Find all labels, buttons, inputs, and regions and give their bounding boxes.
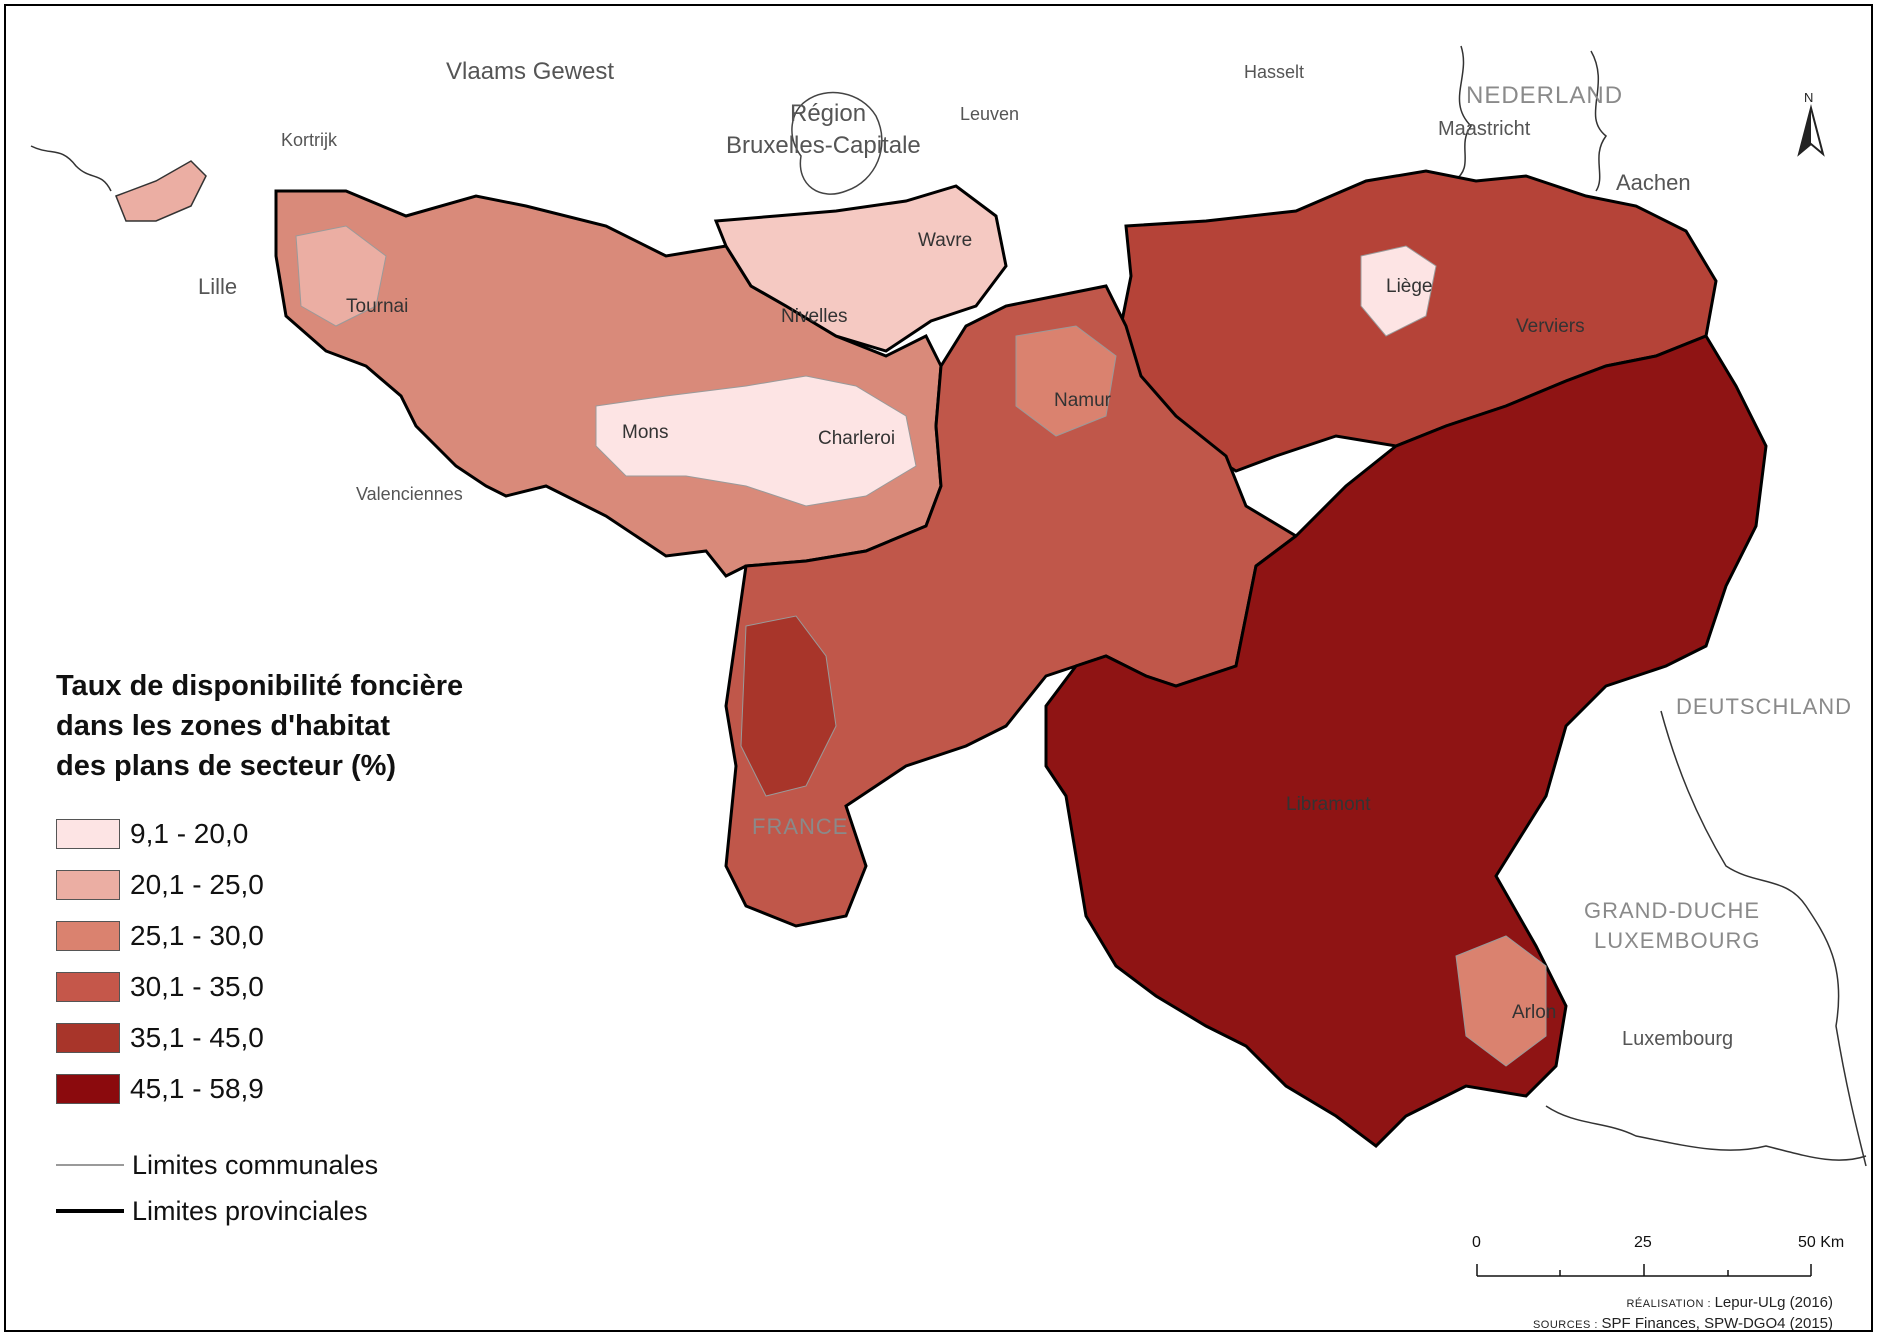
city-label-verviers: Verviers (1516, 316, 1585, 337)
credits: RÉALISATION : Lepur-ULg (2016) SOURCES :… (1532, 1293, 1833, 1332)
credits-sources-value: SPF Finances, SPW-DGO4 (2015) (1601, 1315, 1833, 1332)
city-label-valenciennes: Valenciennes (356, 484, 463, 504)
province-brabant-wallon (713, 184, 1008, 353)
city-label-arlon: Arlon (1512, 1002, 1557, 1023)
legend-line-provincial: Limites provinciales (56, 1194, 368, 1228)
patch-mons-charleroi (595, 375, 917, 507)
legend-class-label: 9,1 - 20,0 (130, 818, 249, 849)
legend-line-sample-thick (56, 1209, 124, 1213)
credits-sources: SOURCES : SPF Finances, SPW-DGO4 (2015) (1532, 1315, 1833, 1332)
border-nl-de (1453, 45, 1608, 192)
city-label-lille: Lille (198, 274, 238, 299)
credits-realisation: RÉALISATION : Lepur-ULg (2016) (1626, 1294, 1833, 1311)
credits-sources-key: SOURCES (1532, 1319, 1591, 1331)
north-label: N (1804, 90, 1814, 105)
legend-class-5: 35,1 - 45,0 (56, 1020, 264, 1056)
legend-class-label: 25,1 - 30,0 (130, 920, 264, 951)
legend-class-label: 20,1 - 25,0 (130, 869, 264, 900)
patch-mouscron (115, 160, 207, 222)
region-label-brussels-1: Région (790, 100, 867, 127)
city-label-liege: Liège (1386, 276, 1433, 297)
legend-title-line-1: Taux de disponibilité foncière (56, 670, 464, 702)
country-label-france: FRANCE (752, 814, 849, 839)
city-label-kortrijk: Kortrijk (281, 130, 338, 150)
legend-swatch (56, 1074, 120, 1104)
country-label-grand-duche: GRAND-DUCHE (1584, 898, 1760, 923)
scale-tick-50: 50 Km (1798, 1234, 1845, 1251)
map-canvas (30, 45, 1867, 1167)
scale-bar (1476, 1264, 1812, 1277)
legend-class-label: 35,1 - 45,0 (130, 1022, 264, 1053)
legend-title-line-2: dans les zones d'habitat (56, 710, 391, 742)
scale-tick-0: 0 (1472, 1234, 1481, 1251)
legend-line-sample-thin (56, 1164, 124, 1166)
province-namur (724, 284, 1299, 928)
city-label-maastricht: Maastricht (1438, 118, 1531, 140)
patch-tournai (295, 225, 387, 327)
legend-line-label: Limites communales (132, 1149, 379, 1180)
city-label-charleroi: Charleroi (818, 428, 896, 449)
legend-line-label: Limites provinciales (132, 1195, 368, 1226)
credits-realisation-value: Lepur-ULg (2016) (1714, 1294, 1833, 1311)
legend-class-3: 25,1 - 30,0 (56, 918, 264, 954)
patch-namur (1015, 325, 1117, 437)
border-lu-de (1660, 710, 1867, 1167)
legend-swatch (56, 870, 120, 900)
legend-swatch (56, 921, 120, 951)
brussels-outline (791, 91, 883, 195)
legend-class-2: 20,1 - 25,0 (56, 867, 264, 903)
scale-tick-25: 25 (1634, 1234, 1652, 1251)
patch-arlon (1455, 935, 1547, 1067)
country-label-netherlands: NEDERLAND (1466, 82, 1624, 109)
legend-line-communal: Limites communales (56, 1148, 378, 1182)
north-arrow-icon (1797, 104, 1825, 157)
province-luxembourg (1044, 334, 1768, 1148)
legend-swatch (56, 819, 120, 849)
legend-title-line-3: des plans de secteur (%) (56, 750, 397, 782)
legend-class-4: 30,1 - 35,0 (56, 969, 264, 1005)
legend-class-1: 9,1 - 20,0 (56, 816, 248, 852)
city-label-aachen: Aachen (1616, 170, 1691, 195)
country-label-germany: DEUTSCHLAND (1676, 694, 1853, 719)
legend-title: Taux de disponibilité foncière dans les … (56, 666, 576, 786)
country-label-luxembourg: LUXEMBOURG (1594, 928, 1761, 953)
legend-swatch (56, 972, 120, 1002)
city-label-hasselt: Hasselt (1244, 62, 1305, 82)
city-label-mons: Mons (622, 422, 669, 443)
patch-liege-city (1360, 245, 1437, 337)
legend-swatch (56, 1023, 120, 1053)
city-label-nivelles: Nivelles (781, 306, 848, 327)
credits-realisation-key: RÉALISATION (1626, 1298, 1704, 1310)
border-west-tail (30, 145, 112, 192)
legend-class-label: 30,1 - 35,0 (130, 971, 264, 1002)
city-label-leuven: Leuven (960, 104, 1020, 124)
city-label-libramont: Libramont (1286, 794, 1371, 815)
city-label-tournai: Tournai (346, 296, 409, 317)
city-label-luxembourg-city: Luxembourg (1622, 1028, 1734, 1050)
region-label-flanders: Vlaams Gewest (446, 58, 615, 85)
city-label-namur: Namur (1054, 390, 1112, 411)
border-lu-fr (1545, 1105, 1867, 1161)
patch-south-namur (740, 615, 837, 797)
region-label-brussels-2: Bruxelles-Capitale (726, 132, 921, 159)
city-label-wavre: Wavre (918, 230, 973, 251)
map-frame: Vlaams Gewest Région Bruxelles-Capitale … (4, 4, 1873, 1332)
legend-class-label: 45,1 - 58,9 (130, 1073, 264, 1104)
legend-class-6: 45,1 - 58,9 (56, 1071, 264, 1107)
